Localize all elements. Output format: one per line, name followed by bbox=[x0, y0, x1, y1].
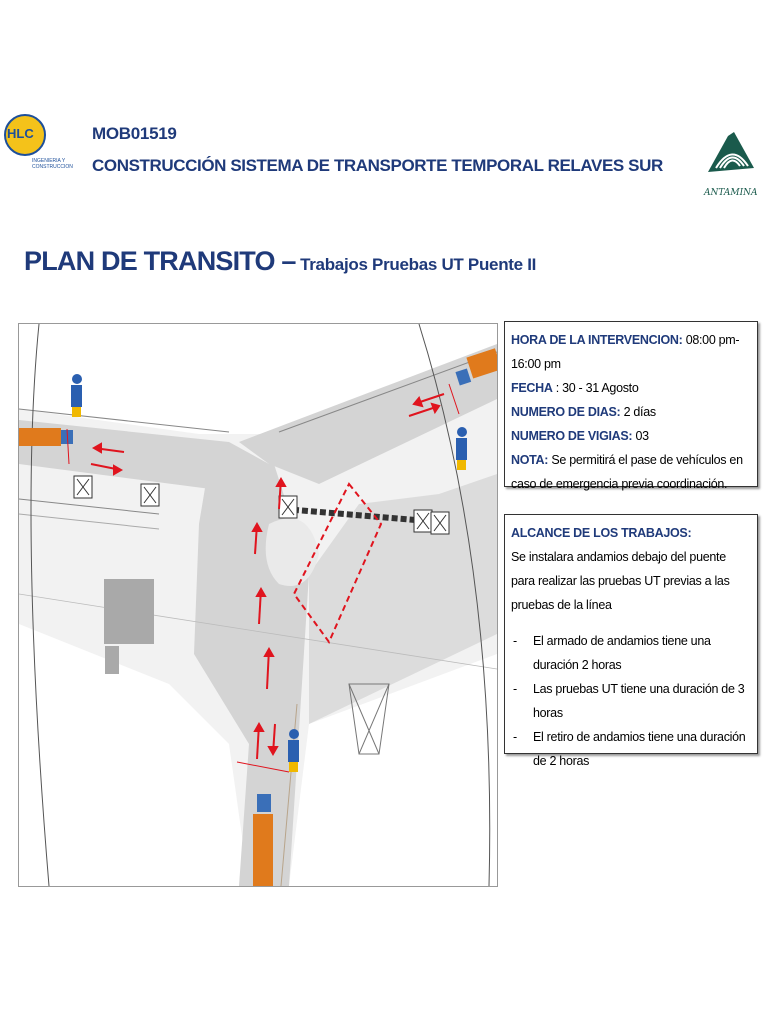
info-dias: NUMERO DE DIAS: 2 días bbox=[511, 400, 751, 424]
antamina-logo-text: ANTAMINA bbox=[704, 188, 758, 198]
building-small bbox=[105, 646, 119, 674]
building-block bbox=[104, 579, 154, 644]
hora-value: 08:00 pm- 16:00 pm bbox=[511, 333, 740, 371]
nota-label: NOTA: bbox=[511, 453, 549, 467]
page-title: PLAN DE TRANSITO – Trabajos Pruebas UT P… bbox=[24, 246, 536, 277]
warning-sign-4 bbox=[413, 509, 433, 533]
hlc-logo-subtext: INGENIERIA Y CONSTRUCCION bbox=[32, 158, 73, 170]
roundabout-island bbox=[265, 518, 319, 586]
work-zone-marker bbox=[292, 482, 383, 644]
flagger-bottom bbox=[288, 729, 299, 772]
vigias-label: NUMERO DE VIGIAS: bbox=[511, 429, 633, 443]
info-nota: NOTA: Se permitirá el pase de vehículos … bbox=[511, 448, 751, 496]
warning-sign-2 bbox=[140, 483, 160, 507]
nota-value: Se permitirá el pase de vehículos en cas… bbox=[511, 453, 743, 491]
dias-value: 2 días bbox=[620, 405, 657, 419]
info-hora: HORA DE LA INTERVENCION: 08:00 pm- 16:00… bbox=[511, 328, 751, 376]
info-vigias: NUMERO DE VIGIAS: 03 bbox=[511, 424, 751, 448]
road-top-right bbox=[239, 344, 497, 484]
hora-label: HORA DE LA INTERVENCION: bbox=[511, 333, 683, 347]
intervention-info-box: HORA DE LA INTERVENCION: 08:00 pm- 16:00… bbox=[504, 321, 758, 491]
truck-left bbox=[19, 428, 73, 446]
truck-bottom bbox=[253, 794, 273, 886]
fecha-value: : 30 - 31 Agosto bbox=[552, 381, 639, 395]
dias-label: NUMERO DE DIAS: bbox=[511, 405, 621, 419]
scope-item: Las pruebas UT tiene una duración de 3 h… bbox=[511, 677, 751, 725]
road-right-fork bbox=[309, 474, 497, 724]
info-fecha: FECHA : 30 - 31 Agosto bbox=[511, 376, 751, 400]
scope-item: El retiro de andamios tiene una duración… bbox=[511, 725, 751, 773]
scope-intro: Se instalara andamios debajo del puente … bbox=[511, 550, 730, 612]
project-name: CONSTRUCCIÓN SISTEMA DE TRANSPORTE TEMPO… bbox=[92, 156, 663, 175]
scope-heading: ALCANCE DE LOS TRABAJOS: bbox=[511, 526, 692, 540]
project-code: MOB01519 bbox=[92, 124, 177, 143]
traffic-plan-map bbox=[18, 323, 498, 887]
traffic-plan-drawing bbox=[19, 324, 497, 886]
scope-item: El armado de andamios tiene una duración… bbox=[511, 629, 751, 677]
traffic-arrows bbox=[90, 393, 445, 760]
hlc-logo-text: HLC bbox=[7, 126, 34, 141]
flagger-right bbox=[456, 427, 467, 470]
scope-list: El armado de andamios tiene una duración… bbox=[511, 629, 751, 773]
warning-sign-5 bbox=[430, 511, 450, 535]
flagger-left bbox=[71, 374, 82, 417]
antamina-logo: ANTAMINA bbox=[704, 128, 760, 206]
bridge-structure bbox=[283, 506, 440, 525]
work-scope-box: ALCANCE DE LOS TRABAJOS: Se instalara an… bbox=[504, 514, 758, 768]
title-sub: Trabajos Pruebas UT Puente II bbox=[300, 255, 537, 274]
warning-sign-3 bbox=[278, 495, 298, 519]
title-main: PLAN DE TRANSITO – bbox=[24, 246, 296, 276]
truck-right bbox=[455, 348, 497, 386]
hlc-logo: HLC INGENIERIA Y CONSTRUCCION bbox=[4, 114, 73, 178]
warning-sign-1 bbox=[73, 475, 93, 499]
vigias-value: 03 bbox=[632, 429, 649, 443]
road-top-left bbox=[19, 420, 269, 494]
fecha-label: FECHA bbox=[511, 381, 553, 395]
